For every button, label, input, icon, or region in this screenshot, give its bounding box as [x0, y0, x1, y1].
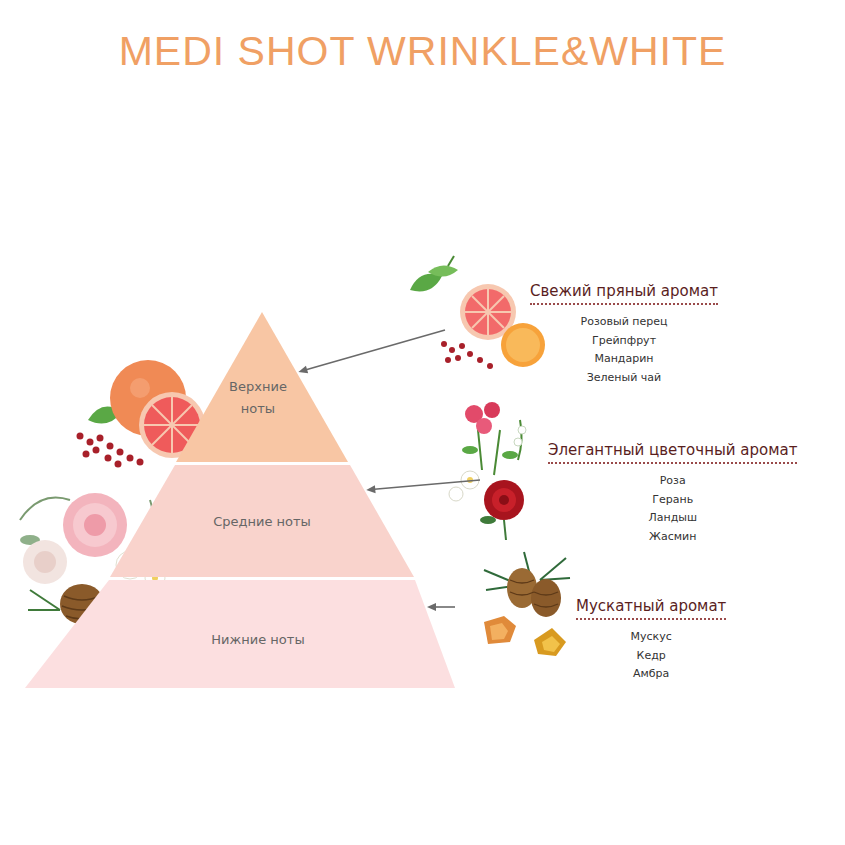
note-item: Зеленый чай	[530, 369, 718, 388]
pyramid-band: Нижние ноты	[25, 580, 455, 688]
flowers-illustration	[449, 402, 526, 540]
arrow-connector	[298, 330, 445, 373]
arrow-head	[427, 603, 436, 611]
title-box: MEDI SHOT WRINKLE&WHITE	[0, 28, 845, 75]
note-item: Роза	[548, 472, 797, 491]
diagram-title: MEDI SHOT WRINKLE&WHITE	[119, 28, 727, 74]
aroma-group: Элегантный цветочный ароматРозаГераньЛан…	[480, 440, 797, 546]
note-item: Герань	[548, 491, 797, 510]
note-item: Розовый перец	[530, 313, 718, 332]
aroma-heading: Элегантный цветочный аромат	[548, 441, 797, 464]
aroma-group-inner: Элегантный цветочный ароматРозаГераньЛан…	[548, 440, 797, 546]
aroma-group-inner: Свежий пряный ароматРозовый перецГрейпфр…	[530, 281, 718, 387]
aroma-heading: Мускатный аромат	[576, 597, 726, 620]
arrow-line	[306, 330, 445, 370]
note-item: Мандарин	[530, 350, 718, 369]
aroma-group-inner: Мускатный ароматМускусКедрАмбра	[576, 596, 726, 684]
arrow-connector	[427, 603, 455, 611]
band-fill	[110, 465, 414, 577]
note-item: Жасмин	[548, 528, 797, 547]
note-item: Мускус	[576, 628, 726, 647]
band-fill	[25, 580, 455, 688]
aroma-group: Мускатный ароматМускусКедрАмбра	[455, 596, 726, 684]
arrow-line	[435, 606, 455, 608]
note-item: Амбра	[576, 665, 726, 684]
pyramid-band: Верхние ноты	[176, 312, 348, 462]
band-label-box: Верхние ноты	[221, 376, 295, 420]
pyramid-band: Средние ноты	[110, 465, 414, 577]
citrus-illustration	[410, 256, 545, 369]
arrow-connector	[366, 480, 480, 493]
note-item: Грейпфрут	[530, 332, 718, 351]
band-label-box: Средние ноты	[162, 511, 362, 533]
note-item: Ландыш	[548, 509, 797, 528]
arrow-head	[298, 366, 308, 374]
band-label: Нижние ноты	[211, 632, 304, 647]
band-label-box: Нижние ноты	[138, 629, 378, 651]
pinecone-amber-illustration	[484, 552, 570, 656]
arrow-line	[374, 480, 480, 489]
aroma-heading: Свежий пряный аромат	[530, 282, 718, 305]
band-fill	[176, 312, 348, 462]
band-label: Верхние ноты	[229, 379, 287, 416]
note-item: Кедр	[576, 647, 726, 666]
arrow-head	[366, 485, 375, 493]
band-label: Средние ноты	[213, 514, 311, 529]
aroma-group: Свежий пряный ароматРозовый перецГрейпфр…	[445, 281, 718, 387]
